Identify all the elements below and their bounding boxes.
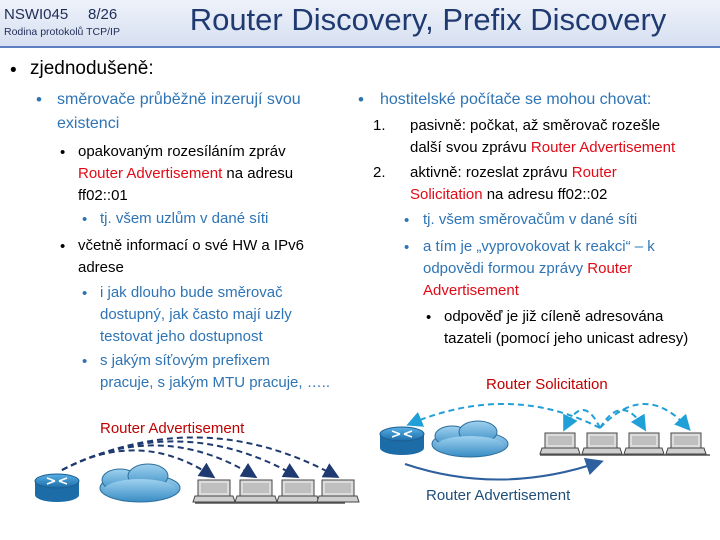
left-item1-line2-rest: na adresu [222, 165, 294, 182]
advertisement-arrows [61, 436, 340, 479]
left-item1-line2: Router Advertisement na adresu [78, 163, 293, 185]
message-name: Router [587, 260, 633, 277]
bullet-dot: • [404, 212, 410, 229]
host-icon [234, 479, 278, 503]
right-network [379, 402, 710, 481]
right-subsub: odpověď je již cíleně adresována tazatel… [444, 306, 688, 350]
left-item2-sub1: i jak dlouho bude směrovač dostupný, jak… [100, 282, 292, 348]
right-item2-line1-plain: aktivně: rozeslat zprávu [410, 164, 572, 181]
left-diagram-label: Router Advertisement [100, 420, 245, 437]
bullet-dot: • [404, 239, 410, 256]
main-bullet: zjednodušeně: [30, 58, 154, 79]
cloud-icon [99, 463, 181, 503]
host-icon [276, 479, 320, 503]
right-sub2: a tím je „vyprovokovat k reakci“ – k odp… [423, 236, 655, 302]
left-heading-line2: existenci [57, 115, 120, 132]
right-sub2-line2: odpovědi formou zprávy Router [423, 258, 655, 280]
list-number: 2. [373, 164, 386, 181]
slide-title: Router Discovery, Prefix Discovery [189, 2, 667, 37]
host-icon [581, 432, 623, 455]
router-icon [379, 426, 425, 455]
message-name: Router Advertisement [530, 139, 676, 156]
right-sub1: tj. všem směrovačům v dané síti [423, 211, 638, 228]
host-icon [539, 432, 581, 455]
message-name: Router [571, 164, 617, 181]
right-item1: pasivně: počkat, až směrovač rozešle dal… [410, 115, 675, 159]
bullet-dot: • [10, 60, 17, 81]
slide-header: NSWI045 8/26 Rodina protokolů TCP/IP Rou… [0, 0, 720, 48]
message-name: Solicitation [410, 186, 483, 203]
bullet-dot: • [82, 285, 88, 302]
left-item2-line2: adrese [78, 259, 124, 276]
left-item1: opakovaným rozesíláním zpráv Router Adve… [78, 141, 293, 207]
message-name: Router Advertisement [78, 165, 223, 182]
bullet-dot: • [82, 211, 88, 228]
left-item1-line1: opakovaným rozesíláním zpráv [78, 143, 286, 160]
list-number: 1. [373, 117, 386, 134]
bullet-dot: • [82, 353, 88, 370]
cloud-icon [431, 420, 509, 458]
solicitation-arrows [406, 402, 691, 432]
left-item1-sub: tj. všem uzlům v dané síti [100, 210, 269, 227]
multicast-address: ff02::01 [78, 187, 128, 204]
right-item2: aktivně: rozeslat zprávu Router Solicita… [410, 162, 617, 206]
right-item1-line2-plain: další svou zprávu [410, 139, 531, 156]
course-name: Rodina protokolů TCP/IP [4, 26, 120, 38]
bullet-dot: • [36, 90, 42, 109]
left-network [34, 436, 360, 504]
right-item2-line1: aktivně: rozeslat zprávu Router [410, 162, 617, 184]
right-sub2-line2-plain: odpovědi formou zprávy [423, 260, 588, 277]
right-sub2-line1: a tím je „vyprovokovat k reakci“ – k [423, 238, 655, 255]
right-subsub-line2: tazateli (pomocí jeho unicast adresy) [444, 330, 689, 347]
left-item2-sub1-line2: dostupný, jak často mají uzly [100, 306, 292, 323]
right-item2-line2-rest: na adresu ff02::02 [482, 186, 608, 203]
message-name: Advertisement [423, 282, 519, 299]
solicitation-label: Router Solicitation [486, 376, 608, 393]
host-icon [665, 432, 707, 455]
left-item2-sub1-line3: testovat jeho dostupnost [100, 328, 263, 345]
left-item2: včetně informací o své HW a IPv6 adrese [78, 235, 304, 279]
right-item1-line2: další svou zprávu Router Advertisement [410, 137, 675, 159]
left-item2-sub2-line2: pracuje, s jakým MTU pracuje, ….. [100, 374, 331, 391]
host-icon [623, 432, 665, 455]
advertisement-arrow [404, 457, 604, 481]
right-item2-line2: Solicitation na adresu ff02::02 [410, 184, 617, 206]
left-heading-line1: směrovače průběžně inzerují svou [57, 91, 301, 108]
advertisement-label: Router Advertisement [426, 487, 571, 504]
left-heading: směrovače průběžně inzerují svou existen… [57, 88, 301, 136]
router-icon [34, 473, 80, 502]
host-icon [316, 479, 360, 503]
course-code: NSWI045 [4, 6, 69, 23]
bullet-dot: • [60, 144, 66, 161]
slide-number: 8/26 [88, 6, 118, 23]
host-icon [192, 479, 236, 503]
bullet-dot: • [426, 309, 432, 326]
bullet-dot: • [358, 90, 364, 109]
right-subsub-line1: odpověď je již cíleně adresována [444, 308, 664, 325]
left-item2-line1: včetně informací o své HW a IPv6 [78, 237, 304, 254]
left-item2-sub2-line1: s jakým síťovým prefixem [100, 352, 270, 369]
bullet-dot: • [60, 238, 66, 255]
right-item1-line1: pasivně: počkat, až směrovač rozešle [410, 117, 661, 134]
left-item2-sub2: s jakým síťovým prefixem pracuje, s jaký… [100, 350, 330, 394]
right-heading: hostitelské počítače se mohou chovat: [380, 91, 652, 108]
left-item2-sub1-line1: i jak dlouho bude směrovač [100, 284, 283, 301]
